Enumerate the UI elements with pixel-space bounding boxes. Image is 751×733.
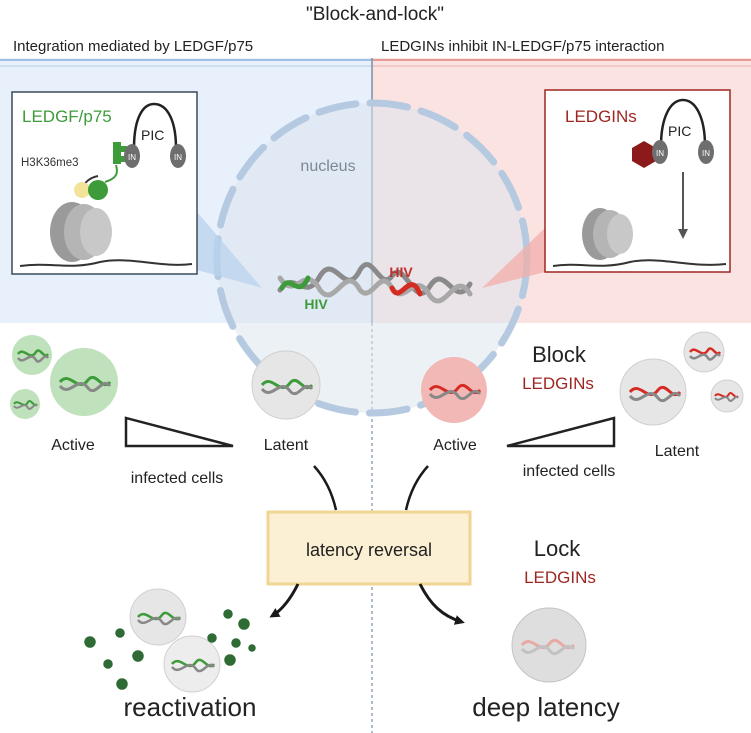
latency-reversal-box	[266, 510, 472, 586]
virions	[84, 609, 256, 690]
arrow-to-reactivation	[269, 583, 300, 618]
left-gradient-wedge	[124, 416, 234, 448]
nucleus-dna	[277, 261, 473, 304]
left-header: Integration mediated by LEDGF/p75	[13, 38, 253, 55]
left-infected-label: infected cells	[131, 470, 224, 487]
left-inset	[11, 91, 198, 275]
right-in-label-2: IN	[702, 149, 710, 158]
right-active-label: Active	[433, 437, 477, 454]
block-label: Block	[532, 342, 587, 367]
h3k36me3-label: H3K36me3	[21, 157, 79, 169]
left-latent-label: Latent	[264, 437, 309, 454]
left-zoom-cone	[197, 212, 262, 288]
left-pic-label: PIC	[141, 127, 164, 143]
hiv-label-right: HIV	[389, 264, 413, 280]
left-inset-label: LEDGF/p75	[22, 107, 112, 126]
latency-reversal-label: latency reversal	[306, 540, 432, 560]
right-infected-label: infected cells	[523, 463, 616, 480]
deep-latency-label: deep latency	[472, 692, 619, 722]
right-latent-label: Latent	[655, 443, 700, 460]
left-in-label-1: IN	[128, 153, 136, 162]
right-gradient-wedge	[506, 416, 616, 448]
right-zoom-cone	[482, 228, 545, 288]
nucleus-label: nucleus	[300, 158, 355, 175]
arrow-latent-to-box-left	[313, 465, 338, 511]
left-latent-cell	[251, 350, 321, 420]
figure-title: "Block-and-lock"	[306, 4, 444, 25]
arrow-to-deep-latency	[418, 583, 465, 625]
right-latent-cells	[619, 331, 744, 426]
right-in-label-1: IN	[656, 149, 664, 158]
right-pic-label: PIC	[668, 123, 691, 139]
block-ledgins-label: LEDGINs	[522, 374, 594, 393]
left-in-label-2: IN	[174, 153, 182, 162]
right-inset	[544, 89, 731, 273]
right-inset-label: LEDGINs	[565, 107, 637, 126]
reactivation-cells	[129, 588, 221, 693]
right-header: LEDGINs inhibit IN-LEDGF/p75 interaction	[381, 38, 664, 55]
arrow-active-to-box-right	[404, 465, 429, 511]
left-active-label: Active	[51, 437, 95, 454]
lock-ledgins-label: LEDGINs	[524, 568, 596, 587]
right-active-cell	[421, 357, 487, 423]
lock-label: Lock	[534, 536, 581, 561]
deep-latency-cell	[511, 607, 587, 683]
reactivation-label: reactivation	[124, 692, 257, 722]
hiv-label-left: HIV	[304, 296, 328, 312]
left-active-cells	[10, 335, 118, 419]
